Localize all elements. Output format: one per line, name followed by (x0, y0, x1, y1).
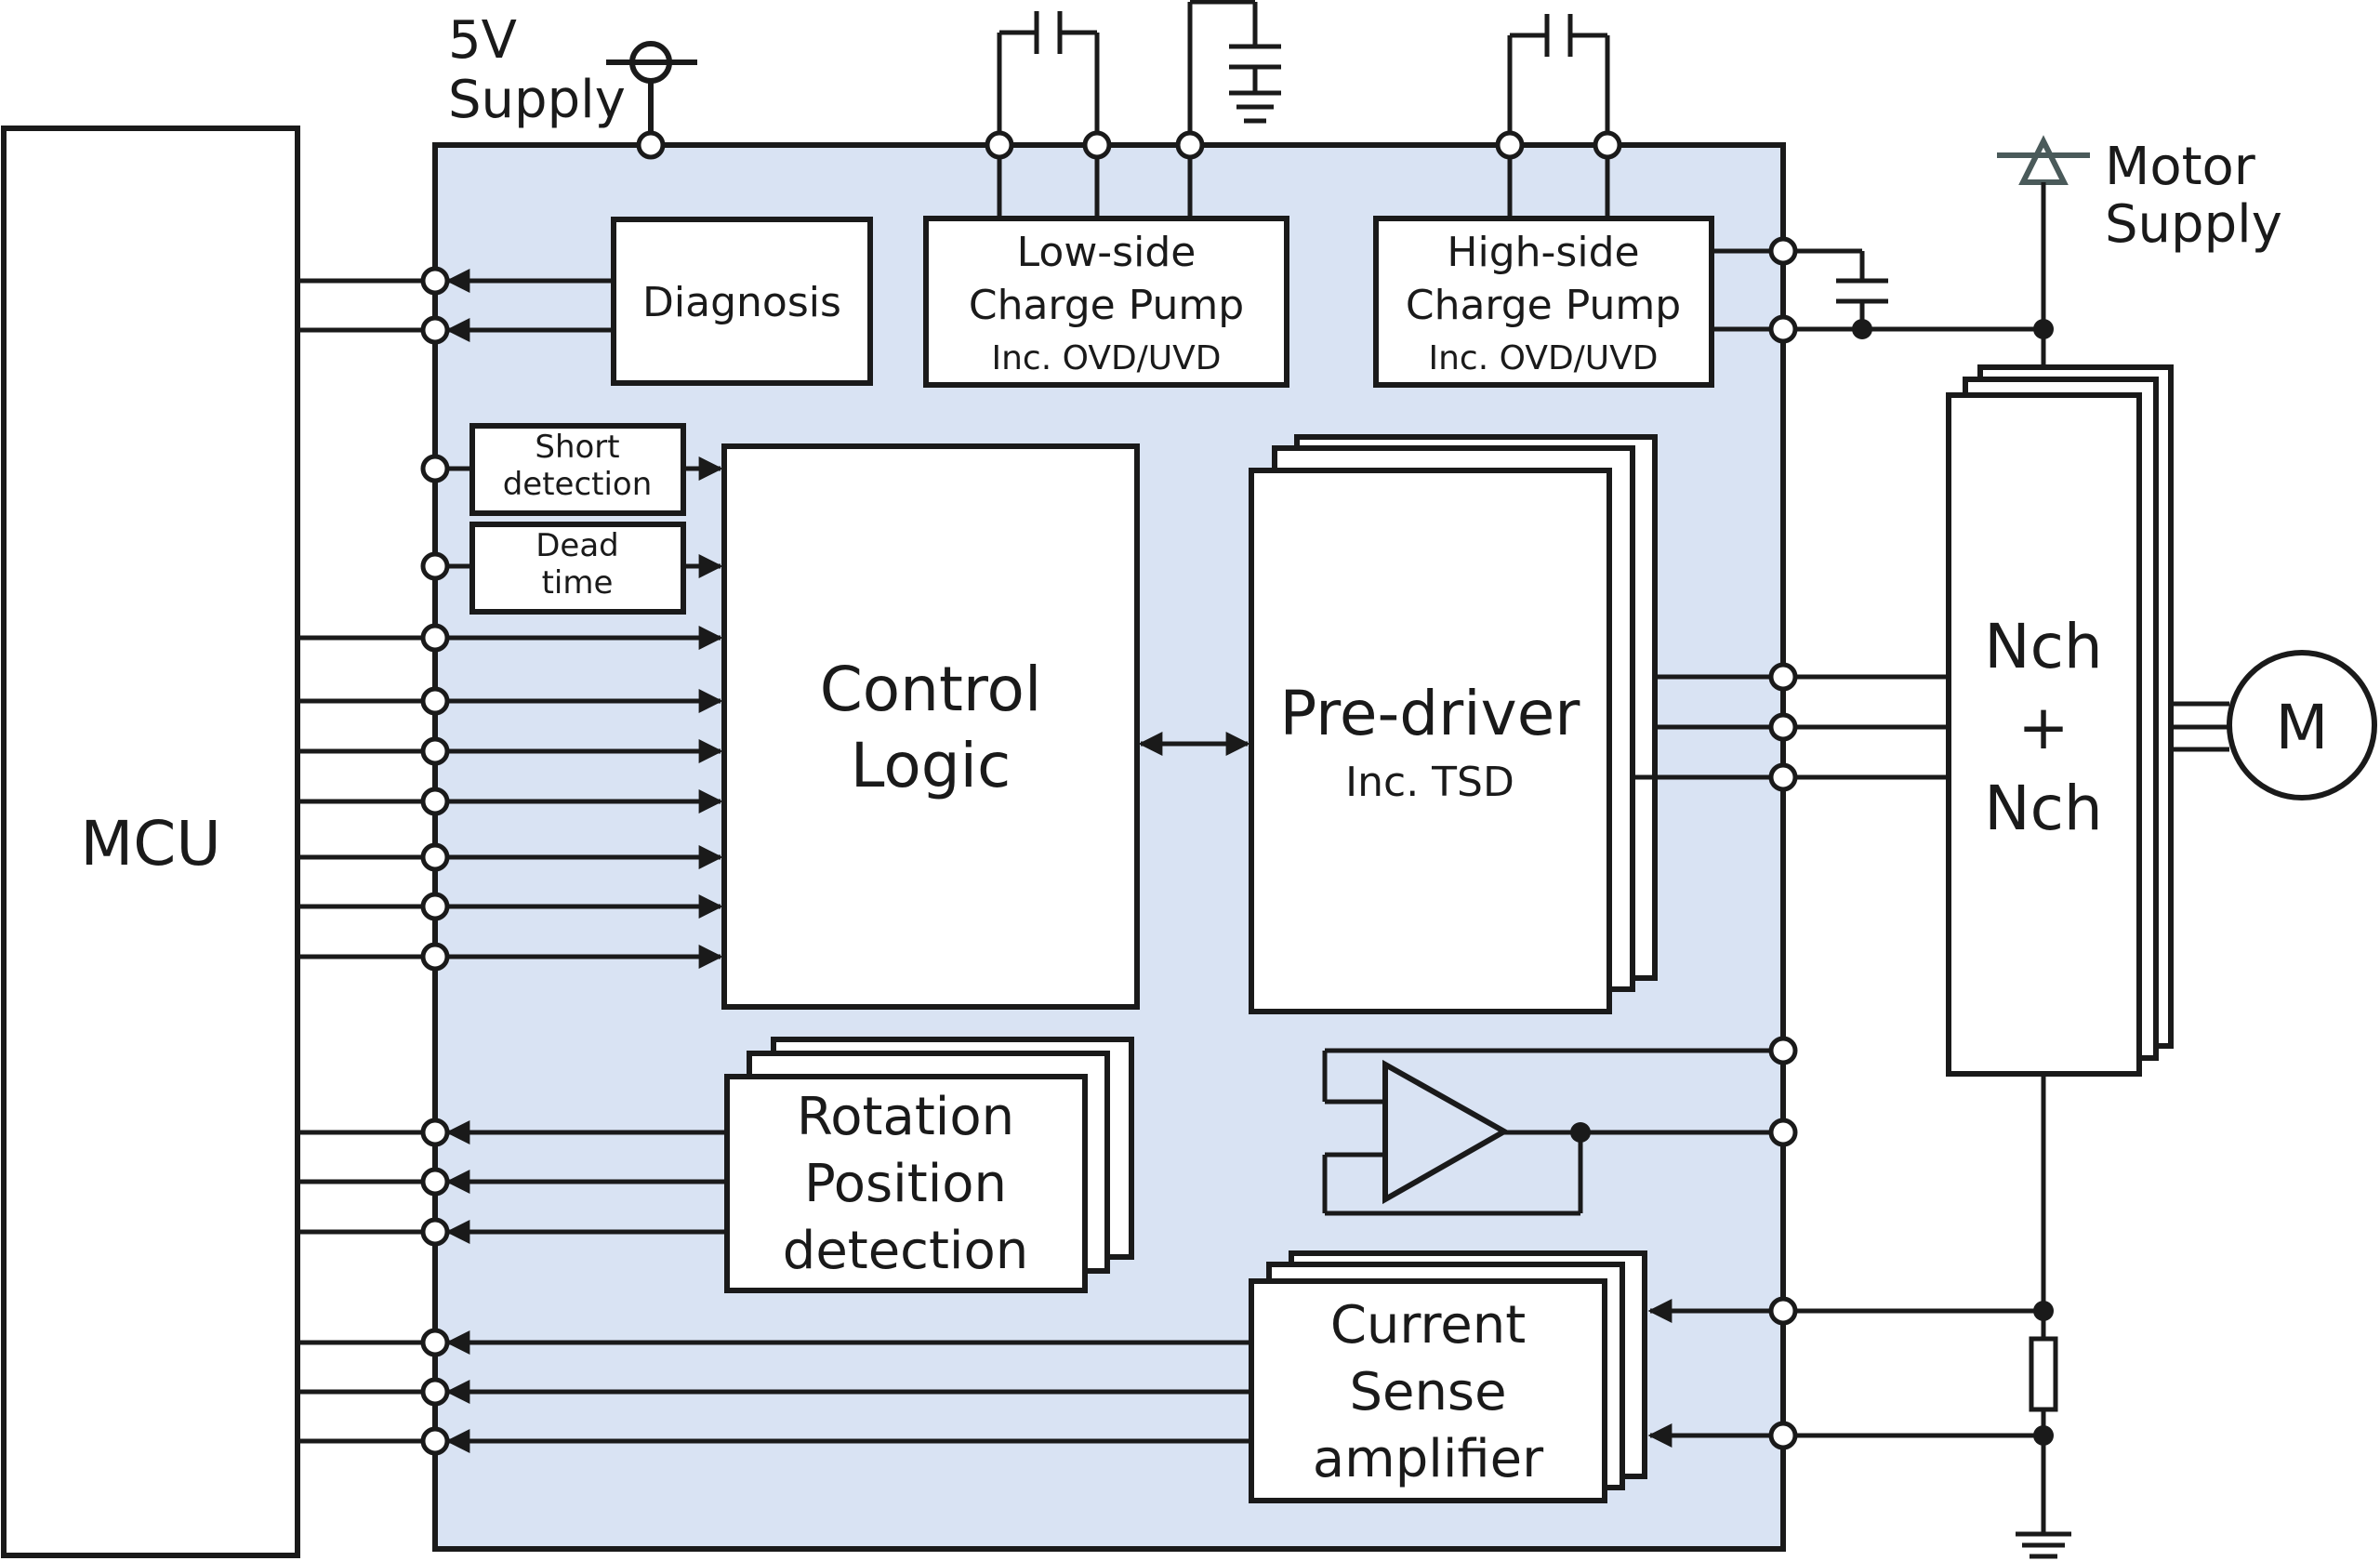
rotation-label-2: Position (804, 1154, 1007, 1214)
shunt-resistor (1783, 1074, 2071, 1559)
pre-driver-block: Pre-driver Inc. TSD (1249, 434, 1658, 1014)
current-sense-label-1: Current (1330, 1295, 1526, 1356)
short-label-1: Short (535, 429, 619, 466)
mcu-signal-lines (298, 269, 1251, 1453)
short-detection-block: Short detection (469, 423, 686, 516)
motor-label: M (2276, 692, 2329, 763)
hscp-junction (1852, 319, 1872, 339)
comparator (1322, 1048, 1783, 1216)
comparator-junction (1570, 1122, 1591, 1143)
motor-supply-label-1: Motor (2105, 137, 2256, 197)
low-side-cp-capacitors (997, 0, 1281, 218)
control-logic-label-2: Logic (851, 730, 1012, 801)
nch-label-2: + (2017, 692, 2069, 763)
dead-label-2: time (542, 564, 614, 602)
5v-supply-label-2: Supply (448, 70, 626, 130)
dead-time-block: Dead time (469, 522, 686, 615)
high-side-cp-capacitor (1507, 14, 1610, 218)
lscp-label-1: Low-side (1017, 229, 1197, 276)
lscp-label-2: Charge Pump (969, 282, 1244, 329)
pre-driver-label-2: Inc. TSD (1345, 759, 1514, 806)
motor: M (2171, 650, 2377, 800)
hscp-label-2: Charge Pump (1406, 282, 1681, 329)
motor-supply: Motor Supply (1997, 135, 2282, 395)
hscp-right-pins (1768, 236, 1798, 344)
shunt-junction-bottom (2033, 1425, 2054, 1446)
motor-supply-label-2: Supply (2105, 194, 2282, 255)
hscp-label-3: Inc. OVD/UVD (1429, 339, 1659, 377)
mcu-label: MCU (80, 808, 220, 880)
diagnosis-block: Diagnosis (611, 217, 873, 386)
control-logic-block: Control Logic (721, 443, 1140, 1010)
nch-label-1: Nch (1984, 611, 2103, 682)
shunt-junction-top (2033, 1301, 2054, 1321)
right-chip-pins (1768, 662, 1798, 1450)
hscp-label-1: High-side (1447, 229, 1639, 276)
dead-label-1: Dead (536, 527, 619, 564)
low-side-charge-pump-block: Low-side Charge Pump Inc. OVD/UVD (923, 216, 1289, 388)
mcu-block: MCU (1, 126, 300, 1558)
high-side-charge-pump-block: High-side Charge Pump Inc. OVD/UVD (1373, 216, 1714, 388)
nch-label-3: Nch (1984, 773, 2103, 844)
rotation-label-1: Rotation (797, 1087, 1014, 1147)
control-logic-label-1: Control (820, 654, 1042, 725)
lscp-label-3: Inc. OVD/UVD (992, 339, 1222, 377)
current-sense-block: Current Sense amplifier (1249, 1250, 1647, 1503)
diagnosis-label: Diagnosis (642, 279, 841, 326)
rotation-label-3: detection (783, 1221, 1028, 1281)
high-side-cp-pins (1495, 130, 1622, 160)
nch-power-stage-block: Nch + Nch (1946, 364, 2174, 1077)
current-sense-label-2: Sense (1349, 1362, 1506, 1422)
pre-driver-label-1: Pre-driver (1280, 678, 1581, 749)
rotation-position-block: Rotation Position detection (724, 1037, 1134, 1293)
low-side-cp-pins (985, 130, 1205, 160)
current-sense-label-3: amplifier (1313, 1429, 1544, 1489)
5v-supply: 5V Supply (448, 10, 697, 160)
5v-supply-label-1: 5V (448, 10, 517, 71)
short-label-2: detection (503, 466, 653, 503)
left-chip-pins (420, 266, 450, 1456)
